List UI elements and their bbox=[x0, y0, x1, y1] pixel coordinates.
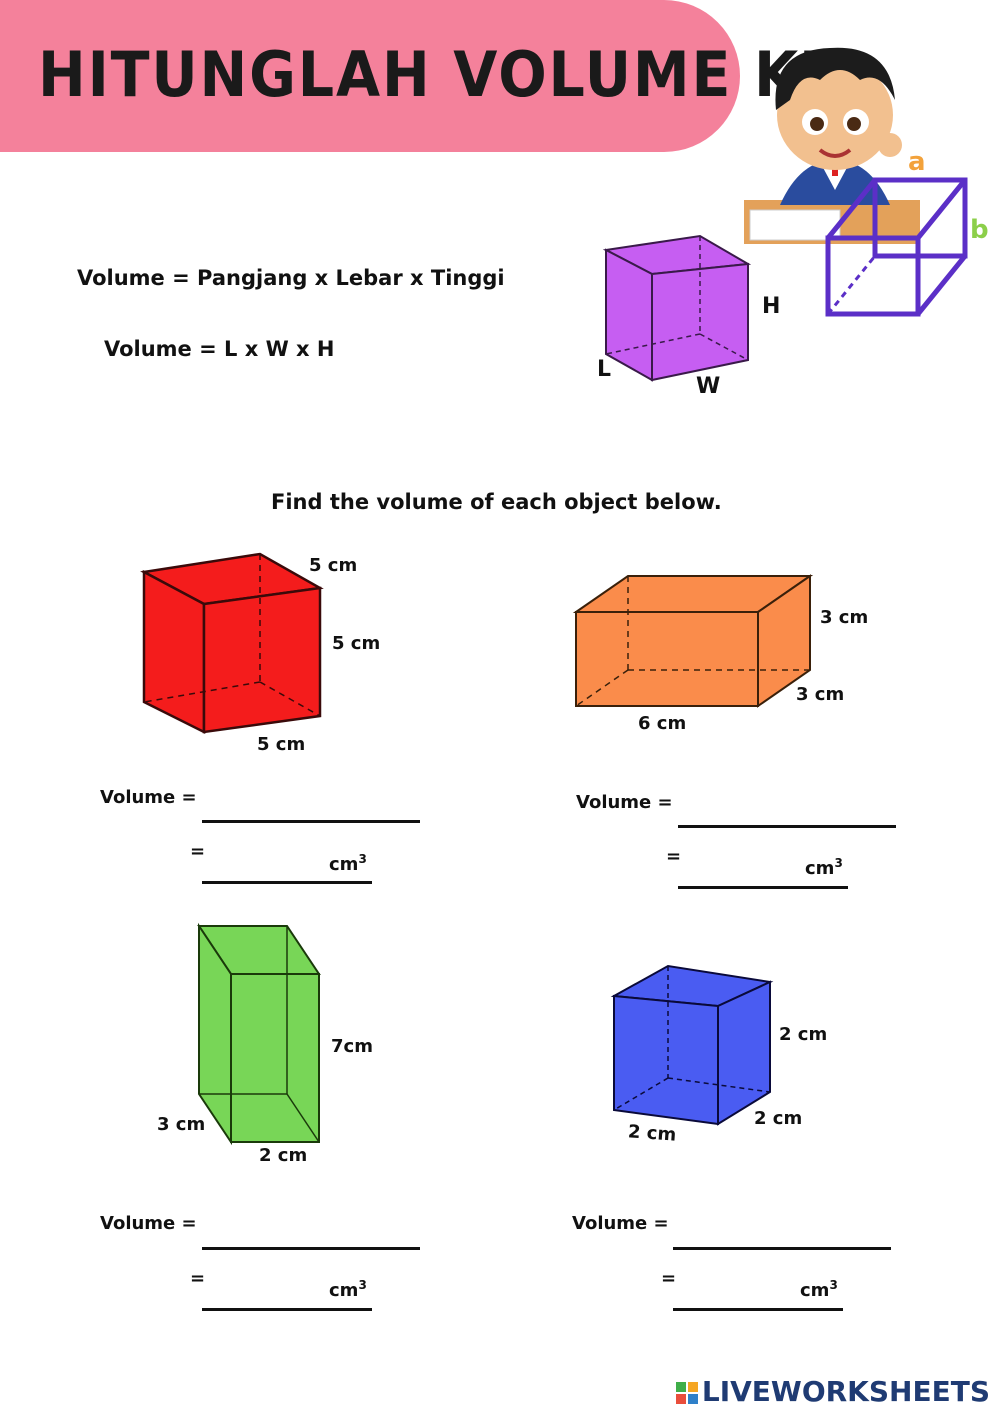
answer-3-equals: = bbox=[190, 1268, 206, 1289]
page-title: HITUNGLAH VOLUME KU bbox=[38, 38, 848, 111]
blue-dim-height: 2 cm bbox=[779, 1024, 828, 1045]
label-b: b bbox=[970, 215, 989, 245]
liveworksheets-icon bbox=[675, 1382, 698, 1404]
blue-cube bbox=[610, 964, 774, 1126]
answer-2-unit: cm3 bbox=[805, 856, 843, 879]
answer-1-equals: = bbox=[190, 841, 206, 862]
green-dim-height: 7cm bbox=[331, 1036, 373, 1057]
instruction-text: Find the volume of each object below. bbox=[271, 490, 722, 514]
label-h: H bbox=[762, 294, 781, 319]
red-dim-height: 5 cm bbox=[332, 633, 381, 654]
answer-3-label: Volume = bbox=[100, 1213, 197, 1234]
green-dim-width: 2 cm bbox=[259, 1145, 308, 1166]
answer-4-label: Volume = bbox=[572, 1213, 669, 1234]
answer-4-expression-line[interactable] bbox=[673, 1247, 891, 1250]
answer-2-expression-line[interactable] bbox=[678, 825, 896, 828]
answer-4-equals: = bbox=[661, 1268, 677, 1289]
answer-4-result-line[interactable] bbox=[673, 1308, 843, 1311]
purple-cube-diagram bbox=[602, 234, 752, 382]
answer-1-expression-line[interactable] bbox=[202, 820, 420, 823]
label-a: a bbox=[908, 147, 926, 177]
orange-dim-width: 6 cm bbox=[638, 713, 687, 734]
answer-4-unit: cm3 bbox=[800, 1278, 838, 1301]
blue-dim-width: 2 cm bbox=[627, 1121, 677, 1146]
answer-1-result-line[interactable] bbox=[202, 881, 372, 884]
answer-1-label: Volume = bbox=[100, 787, 197, 808]
answer-3-unit: cm3 bbox=[329, 1278, 367, 1301]
answer-3-result-line[interactable] bbox=[202, 1308, 372, 1311]
blue-dim-depth: 2 cm bbox=[754, 1108, 803, 1129]
label-l: L bbox=[597, 357, 612, 382]
orange-dim-depth: 3 cm bbox=[796, 684, 845, 705]
green-prism bbox=[197, 922, 321, 1146]
green-dim-depth: 3 cm bbox=[157, 1114, 206, 1135]
orange-prism bbox=[572, 574, 814, 708]
label-w: W bbox=[696, 374, 721, 399]
answer-1-unit: cm3 bbox=[329, 852, 367, 875]
boy-illustration: a b bbox=[744, 47, 989, 317]
answer-2-label: Volume = bbox=[576, 792, 673, 813]
title-banner bbox=[0, 0, 740, 152]
formula-letters: Volume = L x W x H bbox=[104, 337, 335, 361]
red-dim-width: 5 cm bbox=[257, 734, 306, 755]
answer-2-equals: = bbox=[666, 846, 682, 867]
red-dim-depth: 5 cm bbox=[309, 555, 358, 576]
orange-dim-height: 3 cm bbox=[820, 607, 869, 628]
liveworksheets-logo[interactable]: LIVEWORKSHEETS bbox=[675, 1375, 990, 1408]
red-cube bbox=[140, 552, 324, 735]
formula-words: Volume = Pangjang x Lebar x Tinggi bbox=[77, 266, 505, 290]
answer-2-result-line[interactable] bbox=[678, 886, 848, 889]
answer-3-expression-line[interactable] bbox=[202, 1247, 420, 1250]
